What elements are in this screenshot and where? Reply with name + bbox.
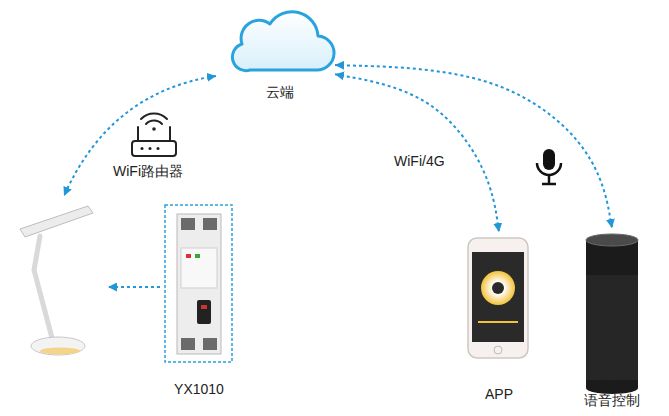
mic-base	[542, 183, 556, 186]
phone-dial-center	[492, 282, 504, 294]
smart-speaker	[586, 234, 638, 394]
microphone-icon	[537, 149, 561, 184]
device-frame	[165, 205, 232, 362]
mic-holder	[537, 163, 561, 175]
router-antenna	[169, 127, 171, 141]
device-body	[177, 214, 221, 354]
node-label: APP	[483, 386, 515, 402]
device-panel	[181, 248, 217, 288]
yx1010-device	[165, 205, 232, 362]
device-label: WiFi路由器	[111, 163, 185, 179]
device-led	[195, 254, 200, 258]
speaker-node: 语音控制	[572, 228, 652, 408]
speaker-top	[586, 234, 638, 246]
mic-head	[543, 149, 555, 170]
phone-screen	[472, 252, 524, 342]
phone-slider	[478, 321, 518, 323]
wifi-arc	[146, 121, 162, 124]
device-terminal	[181, 338, 195, 350]
router-body	[132, 141, 176, 156]
speaker-grille	[586, 275, 638, 380]
link-label: WiFi/4G	[392, 153, 447, 169]
phone-dial	[481, 271, 515, 305]
lamp-head	[20, 206, 93, 237]
dashed-link-arrow	[335, 74, 499, 232]
router-led	[157, 147, 160, 150]
router-antenna	[137, 127, 139, 141]
router-led	[149, 147, 152, 150]
phone-body	[468, 238, 528, 358]
phone-node: APP	[462, 232, 536, 402]
node-label: 云端	[264, 84, 296, 100]
device-switch-mark	[201, 305, 207, 309]
lamp-pole	[34, 236, 52, 338]
wifi-arc	[141, 113, 167, 119]
cloud-node: 云端	[225, 8, 335, 100]
lamp-glow	[40, 348, 80, 355]
device-terminal	[203, 338, 217, 350]
control-arrow	[108, 286, 160, 288]
device-terminal	[203, 218, 217, 230]
smartphone	[468, 238, 528, 358]
dashed-link-arrow	[335, 65, 612, 228]
node-label: 语音控制	[582, 392, 642, 408]
device-led	[186, 254, 191, 258]
router-led	[141, 147, 144, 150]
wifi-dot	[152, 127, 156, 131]
node-label: YX1010	[172, 381, 226, 397]
cloud-shape	[232, 12, 334, 71]
phone-button	[494, 346, 502, 354]
wifi-link-arrow	[64, 76, 216, 196]
device-switch	[197, 300, 211, 324]
router-icon	[132, 113, 176, 156]
device-terminal	[181, 218, 195, 230]
desk-lamp	[20, 206, 93, 355]
lamp-base	[31, 337, 85, 355]
mic-stem	[548, 175, 551, 184]
speaker-body	[586, 240, 638, 388]
device-node: YX1010	[160, 202, 238, 397]
